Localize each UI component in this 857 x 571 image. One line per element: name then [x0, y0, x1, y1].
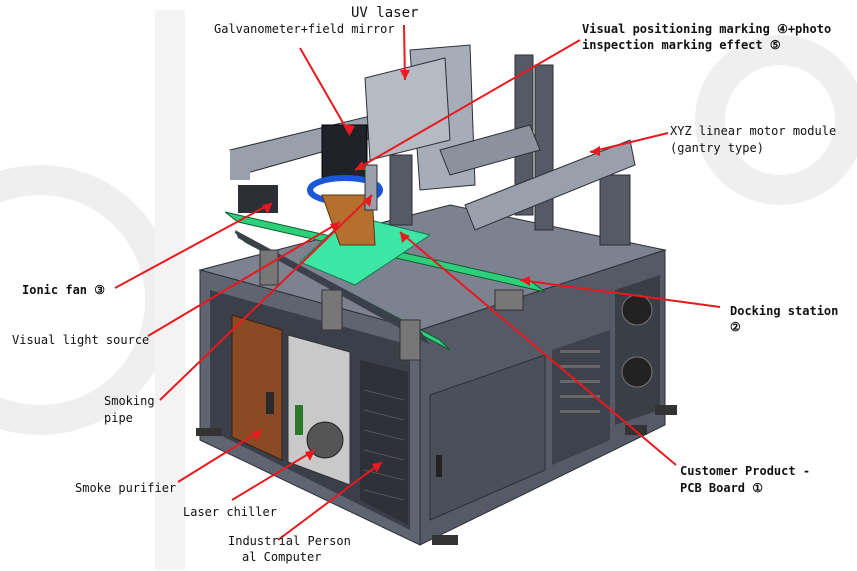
laser-head	[230, 124, 383, 246]
label-galvanometer: Galvanometer+field mirror	[214, 22, 395, 36]
label-visual-positioning-line2: inspection marking effect ⑤	[582, 38, 781, 52]
label-xyz-module-line2: (gantry type)	[670, 141, 764, 155]
gantry	[229, 44, 636, 231]
label-industrial-pc-line2: al Computer	[242, 550, 322, 564]
label-uv-laser: UV laser	[351, 5, 419, 21]
machine-base	[196, 204, 677, 546]
label-docking-station-line1: Docking station	[730, 304, 839, 318]
watermark-text	[155, 10, 185, 570]
conveyor	[224, 211, 546, 361]
label-laser-chiller: Laser chiller	[183, 505, 277, 519]
label-ionic-fan: Ionic fan ③	[22, 283, 106, 297]
label-smoking-pipe-line1: Smoking	[104, 394, 155, 408]
label-docking-station-line2: ②	[730, 320, 741, 334]
label-customer-product-line2: PCB Board ①	[680, 481, 764, 495]
label-smoking-pipe-line2: pipe	[104, 411, 133, 425]
label-customer-product-line1: Customer Product -	[680, 464, 811, 478]
label-smoke-purifier: Smoke purifier	[75, 481, 177, 495]
label-visual-positioning-line1: Visual positioning marking ④+photo	[582, 22, 832, 36]
leader-arrowheads	[252, 70, 600, 473]
label-xyz-module-line1: XYZ linear motor module	[670, 124, 837, 138]
label-visual-light-source: Visual light source	[12, 333, 150, 347]
label-industrial-pc-line1: Industrial Person	[228, 534, 351, 548]
